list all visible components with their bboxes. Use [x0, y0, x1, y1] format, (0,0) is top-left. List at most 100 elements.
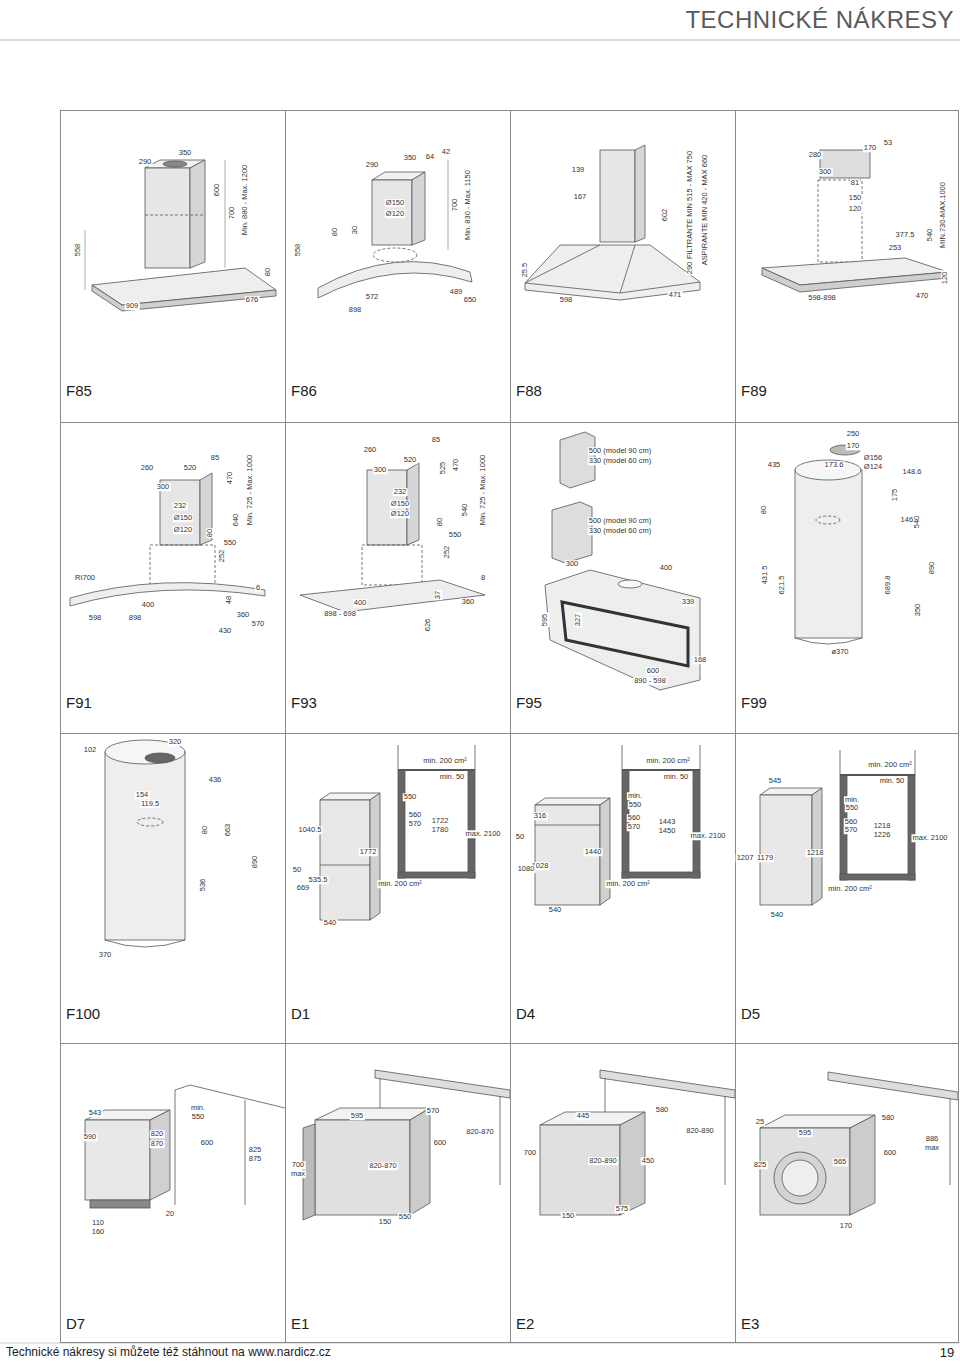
- dimension-label: 1207: [736, 854, 755, 862]
- model-name: D7: [66, 1315, 85, 1333]
- dimension-label: ASPIRANTE MIN 420 - MAX 660: [701, 154, 709, 266]
- dimension-label: 400: [659, 564, 674, 572]
- dimension-label: 535.5: [308, 876, 329, 884]
- dimension-label: 252: [443, 545, 451, 560]
- dimension-label: 6: [255, 584, 261, 592]
- dimension-label: 560: [627, 814, 642, 822]
- dimension-label: 260: [363, 446, 378, 454]
- dimension-label: 595: [350, 1112, 365, 1120]
- dimension-label: 360: [236, 611, 251, 619]
- dimension-label: 350: [914, 603, 922, 618]
- footer-note: Technické nákresy si můžete též stáhnout…: [6, 1345, 331, 1360]
- dimension-label: Ø150: [390, 500, 410, 508]
- dimension-label: 626: [424, 618, 432, 633]
- dimension-label: 175: [891, 488, 899, 503]
- dimension-label: 119.5: [140, 800, 160, 808]
- drawing-panel: F89: [735, 110, 959, 423]
- dimension-label: Min. 830 - Max. 1150: [464, 169, 472, 241]
- dimension-label: min. 50: [663, 773, 690, 781]
- dimension-label: Ø120: [385, 210, 405, 218]
- dimension-label: 640: [232, 513, 240, 528]
- dimension-label: 470: [226, 471, 234, 486]
- dimension-label: 540: [913, 515, 921, 530]
- dimension-label: 543: [88, 1109, 103, 1117]
- page-number: 19: [939, 1346, 955, 1359]
- dimension-label: 1080: [517, 865, 536, 873]
- dimension-label: 820-870: [465, 1128, 495, 1136]
- dimension-label: 550: [223, 539, 238, 547]
- page-heading: TECHNICKÉ NÁKRESY: [685, 6, 954, 34]
- dimension-label: 570: [408, 820, 423, 828]
- dimension-label: 560: [408, 811, 423, 819]
- dimension-label: 1443: [658, 818, 677, 826]
- dimension-label: 689.8: [884, 575, 892, 596]
- dimension-label: 53: [883, 139, 893, 147]
- dimension-label: 42: [441, 148, 451, 156]
- dimension-label: min.: [627, 792, 643, 800]
- dimension-label: 540: [926, 228, 934, 243]
- dimension-label: 580: [655, 1106, 670, 1114]
- dimension-label: 64: [425, 153, 435, 161]
- dimension-label: 663: [224, 823, 232, 838]
- dimension-label: 820-890: [685, 1127, 715, 1135]
- dimension-label: MIN.730-MAX.1000: [939, 181, 947, 249]
- dimension-label: 252: [218, 549, 226, 564]
- dimension-label: 168: [693, 656, 708, 664]
- dimension-label: 139: [571, 166, 586, 174]
- dimension-label: 558: [294, 243, 302, 258]
- dimension-label: 290: [138, 158, 153, 166]
- dimension-label: 50: [515, 833, 525, 841]
- dimension-label: 890: [251, 855, 259, 870]
- dimension-label: 350: [178, 149, 193, 157]
- dimension-label: 825: [753, 1161, 768, 1169]
- dimension-label: 550: [191, 1113, 206, 1121]
- dimension-label: 598: [559, 296, 574, 304]
- dimension-label: Ø120: [390, 510, 410, 518]
- dimension-label: 300: [818, 168, 833, 176]
- dimension-label: 1218: [806, 849, 825, 857]
- dimension-label: 520: [183, 464, 198, 472]
- dimension-label: 536: [199, 878, 207, 893]
- dimension-label: 400: [353, 599, 368, 607]
- dimension-label: max: [924, 1144, 940, 1152]
- dimension-label: 600: [883, 1149, 898, 1157]
- model-name: F88: [516, 382, 542, 400]
- dimension-label: min. 200 cm²: [422, 757, 467, 765]
- dimension-label: 80: [760, 505, 768, 515]
- model-name: D4: [516, 1005, 535, 1023]
- dimension-label: 886: [925, 1135, 940, 1143]
- dimension-label: max: [290, 1170, 306, 1178]
- drawing-panel: F86: [285, 110, 511, 423]
- dimension-label: 260: [140, 464, 155, 472]
- dimension-label: 890 - 598: [633, 677, 667, 685]
- dimension-label: 360: [461, 598, 476, 606]
- dimension-label: 489: [449, 288, 464, 296]
- drawing-panel: D4: [510, 733, 736, 1044]
- dimension-label: 550: [628, 801, 643, 809]
- dimension-label: 430: [218, 627, 233, 635]
- model-name: F89: [741, 382, 767, 400]
- dimension-label: 1772: [359, 848, 378, 856]
- drawing-panel: E1: [285, 1043, 511, 1343]
- dimension-label: 550: [448, 531, 463, 539]
- dimension-label: 327: [574, 613, 582, 628]
- dimension-label: 80: [331, 227, 339, 237]
- dimension-label: 575: [615, 1205, 630, 1213]
- dimension-label: 110: [91, 1219, 105, 1227]
- dimension-label: 450: [641, 1157, 656, 1165]
- dimension-label: Ø150: [173, 514, 193, 522]
- dimension-label: 20: [165, 1210, 175, 1218]
- model-name: F85: [66, 382, 92, 400]
- model-name: F99: [741, 694, 767, 712]
- dimension-label: 170: [863, 144, 878, 152]
- dimension-label: 280: [808, 151, 823, 159]
- dimension-label: 80: [436, 517, 444, 527]
- dimension-label: 602: [661, 208, 669, 223]
- dimension-label: 170: [839, 1222, 854, 1230]
- dimension-label: 1226: [873, 831, 892, 839]
- dimension-label: min.: [844, 796, 860, 804]
- dimension-label: 1218: [873, 822, 892, 830]
- dimension-label: 898: [128, 614, 143, 622]
- dimension-label: 435: [767, 461, 782, 469]
- dimension-label: Min. 725 - Max. 1000: [246, 454, 254, 526]
